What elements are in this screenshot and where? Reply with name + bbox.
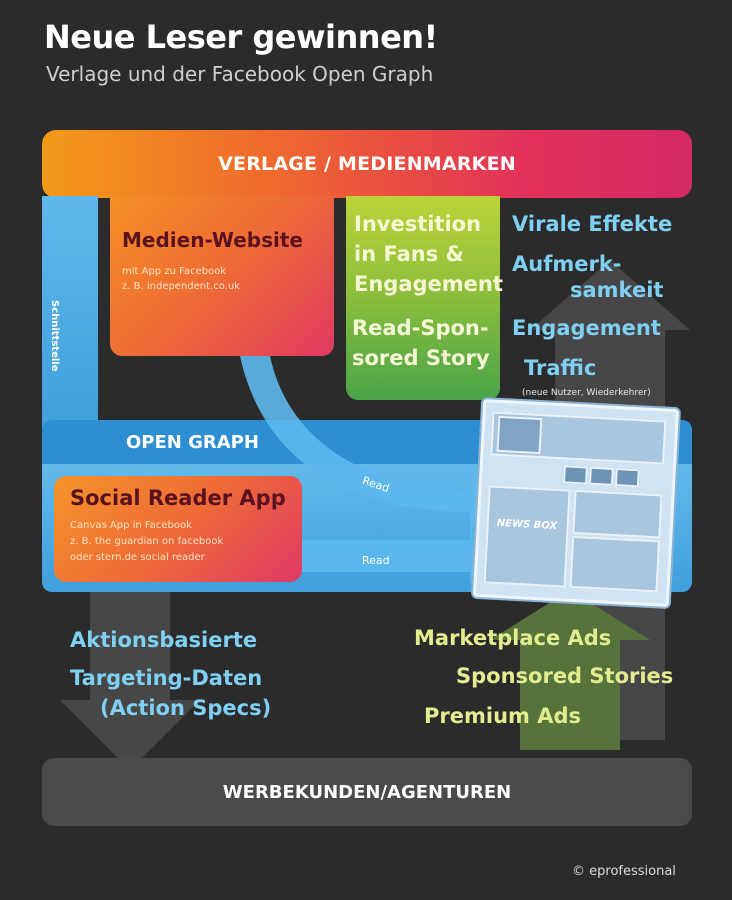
investment-line4: Read-Spon-	[352, 316, 489, 340]
effect-attention-2: samkeit	[570, 278, 664, 302]
investment-line1: Investition	[354, 212, 482, 236]
upward-arrow-ads	[490, 590, 650, 750]
newsfeed-button-1	[562, 465, 588, 485]
targeting-line1: Aktionsbasierte	[70, 628, 258, 652]
page-subtitle: Verlage und der Facebook Open Graph	[46, 62, 434, 86]
read-arrow-upper	[240, 356, 500, 530]
read-arrow-lower	[302, 528, 500, 584]
newsfeed-post-1	[572, 489, 663, 539]
investment-line5: sored Story	[352, 346, 490, 370]
targeting-line3: (Action Specs)	[100, 696, 272, 720]
ads-marketplace: Marketplace Ads	[414, 626, 612, 650]
media-website-title: Medien-Website	[122, 228, 303, 252]
investment-line3: Engagement	[354, 272, 503, 296]
targeting-line2: Targeting-Daten	[70, 666, 263, 690]
newsfeed-button-2	[588, 466, 614, 486]
social-reader-line3: oder stern.de social reader	[70, 552, 205, 563]
effect-traffic: Traffic	[524, 356, 597, 380]
avatar	[496, 415, 543, 455]
read-label-lower: Read	[362, 554, 390, 567]
social-reader-line1: Canvas App in Facebook	[70, 520, 192, 531]
social-reader-box	[54, 476, 302, 582]
social-reader-title: Social Reader App	[70, 486, 286, 510]
newsfeed-news-box	[483, 485, 571, 588]
ads-sponsored-stories: Sponsored Stories	[456, 664, 674, 688]
open-graph-label: OPEN GRAPH	[126, 432, 259, 453]
newsfeed-mockup: NEWS BOX	[472, 399, 679, 607]
investment-line2: in Fans &	[354, 242, 464, 266]
newsfeed-post-2	[569, 535, 661, 593]
credit-text: © eprofessional	[572, 864, 676, 879]
effect-attention-1: Aufmerk-	[512, 252, 622, 276]
ads-premium: Premium Ads	[424, 704, 581, 728]
effect-viral: Virale Effekte	[512, 212, 673, 236]
media-website-line2: z. B. independent.co.uk	[122, 281, 240, 292]
page-title: Neue Leser gewinnen!	[44, 18, 438, 56]
media-website-box	[110, 196, 334, 356]
effect-engagement: Engagement	[512, 316, 661, 340]
investment-box	[346, 196, 500, 400]
newsfeed-button-3	[614, 468, 640, 488]
traffic-note: (neue Nutzer, Wiederkehrer)	[522, 388, 651, 398]
advertisers-bar: WERBEKUNDEN/AGENTUREN	[42, 758, 692, 826]
social-reader-line2: z. B. the guardian on facebook	[70, 536, 224, 547]
downward-arrow-left	[60, 590, 200, 770]
media-website-line1: mit App zu Facebook	[122, 266, 227, 277]
publishers-bar: VERLAGE / MEDIENMARKEN	[42, 130, 692, 198]
